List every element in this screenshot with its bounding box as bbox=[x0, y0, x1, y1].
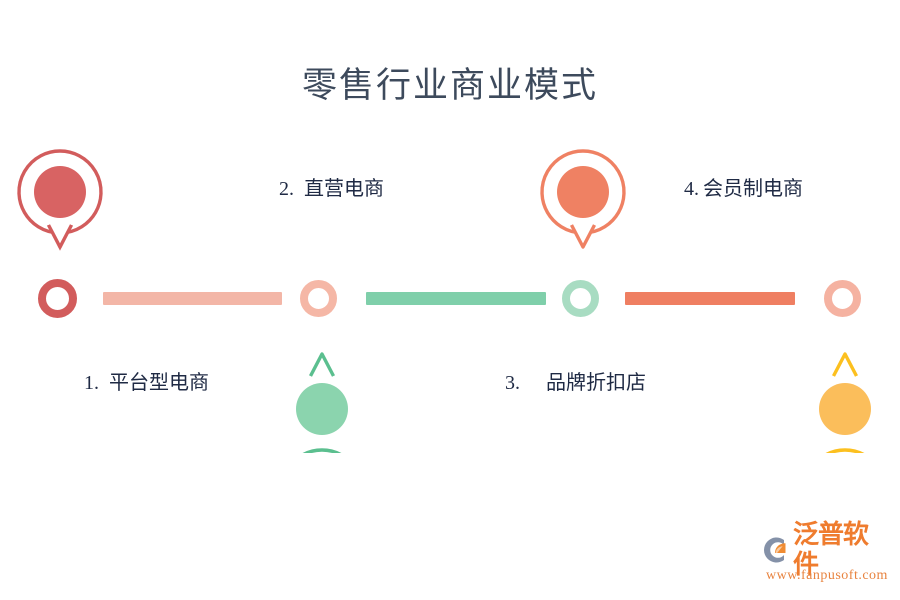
fanpusoft-logo-icon bbox=[762, 535, 792, 565]
timeline-ring-2[interactable] bbox=[300, 280, 337, 317]
map-pin-icon-2[interactable] bbox=[277, 349, 367, 453]
step-number-1: 1. bbox=[84, 372, 99, 394]
step-label-2: 2. 直营电商 bbox=[279, 172, 384, 201]
step-number-2: 2. bbox=[279, 178, 294, 200]
step-number-3: 3. bbox=[505, 372, 520, 394]
watermark-url: www.fanpusoft.com bbox=[766, 568, 888, 583]
step-text-4: 会员制电商 bbox=[703, 178, 803, 200]
watermark: 泛普软件 www.fanpusoft.com bbox=[762, 520, 892, 589]
timeline-bar-1 bbox=[103, 292, 282, 305]
map-pin-icon-4[interactable] bbox=[800, 349, 890, 453]
timeline-ring-1[interactable] bbox=[38, 279, 77, 318]
step-number-4: 4. bbox=[684, 178, 699, 200]
step-text-2: 直营电商 bbox=[304, 178, 384, 200]
map-pin-icon-3[interactable] bbox=[538, 148, 628, 252]
step-text-1: 平台型电商 bbox=[109, 372, 209, 394]
page-title: 零售行业商业模式 bbox=[301, 66, 598, 105]
watermark-brand: 泛普软件 bbox=[793, 520, 869, 580]
step-label-3: 3. 品牌折扣店 bbox=[505, 366, 646, 395]
map-pin-icon-1[interactable] bbox=[15, 148, 105, 252]
timeline-ring-4[interactable] bbox=[824, 280, 861, 317]
step-text-3: 品牌折扣店 bbox=[546, 372, 646, 394]
step-label-1: 1. 平台型电商 bbox=[84, 366, 209, 395]
timeline-bar-3 bbox=[625, 292, 795, 305]
timeline-bar-2 bbox=[366, 292, 546, 305]
timeline-ring-3[interactable] bbox=[562, 280, 599, 317]
step-label-4: 4.会员制电商 bbox=[684, 172, 803, 201]
